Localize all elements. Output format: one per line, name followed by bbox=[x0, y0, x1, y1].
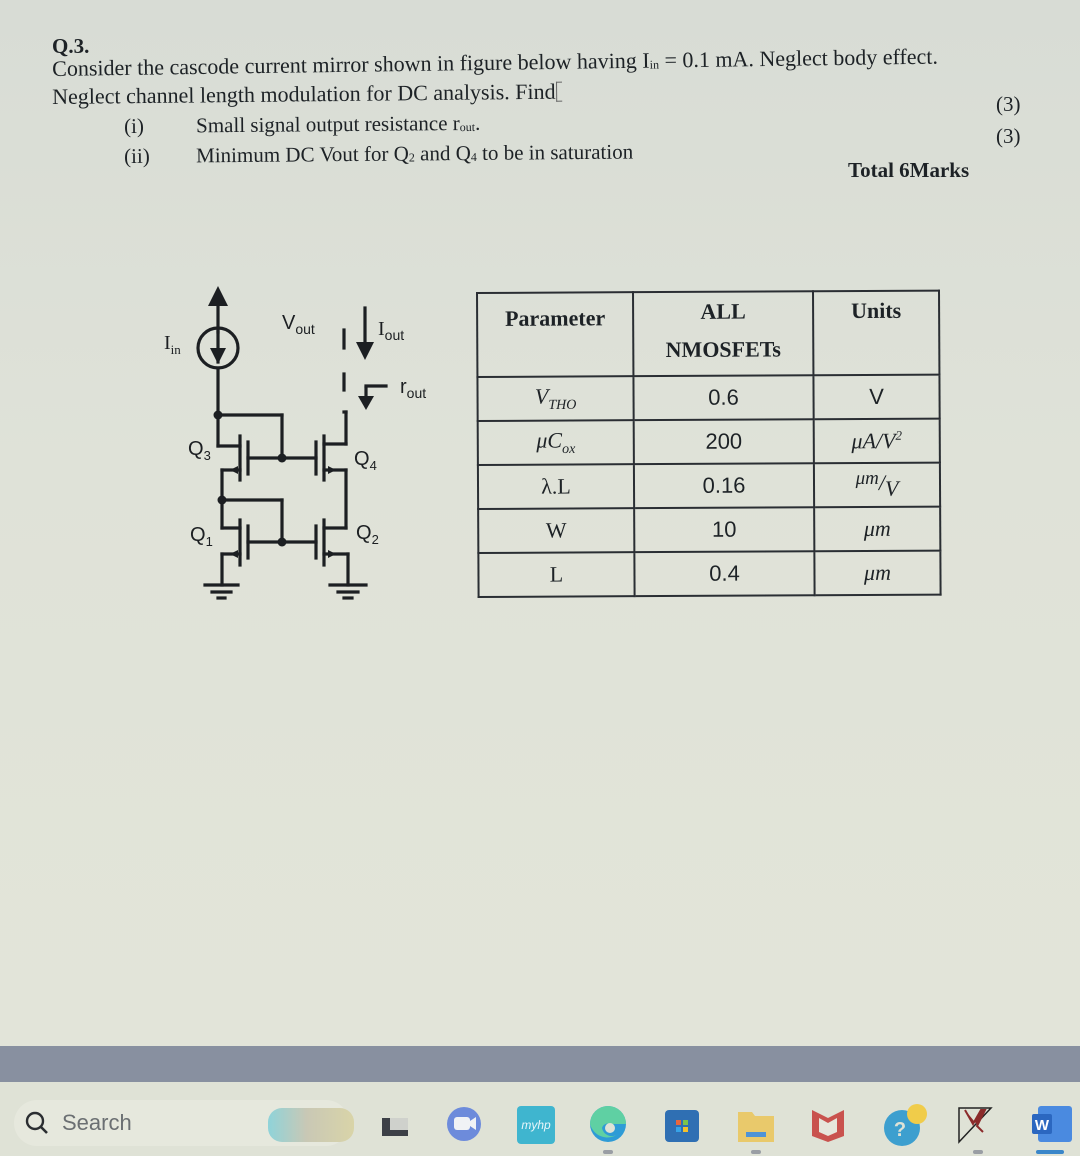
header-units: Units bbox=[813, 290, 940, 376]
file-explorer-icon[interactable] bbox=[736, 1104, 776, 1144]
search-icon bbox=[22, 1108, 52, 1138]
param-cell: λ.L bbox=[477, 464, 635, 509]
header-all-nmosfets: ALL NMOSFETs bbox=[633, 291, 814, 377]
status-bar-strip bbox=[0, 1046, 1080, 1082]
value-cell: 10 bbox=[634, 507, 815, 553]
iin-label: Iin bbox=[164, 332, 181, 357]
param-cell: VTHO bbox=[477, 376, 634, 421]
document-page: Q.3. Consider the cascode current mirror… bbox=[52, 34, 1021, 610]
vout-label: Vout bbox=[282, 312, 315, 337]
rout-label: rout bbox=[400, 376, 427, 401]
table-row: W 10 μm bbox=[478, 506, 941, 553]
get-help-icon[interactable]: ? bbox=[882, 1104, 927, 1146]
unit-cell: μm bbox=[814, 506, 941, 552]
unit-cell: μm bbox=[814, 550, 941, 596]
explorer-running-indicator bbox=[751, 1150, 761, 1154]
sub-question-i: (i)Small signal output resistance rout. bbox=[124, 110, 481, 138]
unit-cell: μA/V2 bbox=[813, 418, 940, 464]
search-placeholder: Search bbox=[62, 1110, 132, 1135]
windows-taskbar: Search myhp ? W bbox=[0, 1082, 1080, 1156]
question-text-line-2: Neglect channel length modulation for DC… bbox=[52, 79, 563, 110]
edge-running-indicator bbox=[603, 1150, 613, 1154]
iout-label: Iout bbox=[378, 318, 405, 343]
parameter-table: Parameter ALL NMOSFETs Units VTHO 0.6 V … bbox=[476, 290, 942, 598]
mcafee-icon[interactable] bbox=[808, 1104, 848, 1144]
value-cell: 200 bbox=[633, 419, 814, 465]
word-active-indicator bbox=[1036, 1150, 1064, 1154]
param-cell: μCox bbox=[477, 420, 634, 465]
question-text-line-1: Consider the cascode current mirror show… bbox=[52, 43, 939, 81]
svg-text:W: W bbox=[1035, 1117, 1050, 1134]
marks-i: (3) bbox=[996, 92, 1021, 116]
q3-label: Q3 bbox=[188, 438, 211, 463]
cascode-current-mirror-diagram: Iin Vout Iout rout Q3 Q4 Q1 Q2 bbox=[150, 280, 450, 610]
svg-text:?: ? bbox=[894, 1119, 906, 1141]
myhp-icon[interactable]: myhp bbox=[516, 1104, 556, 1144]
search-highlight-image bbox=[268, 1108, 354, 1142]
table-row: μCox 200 μA/V2 bbox=[477, 418, 940, 465]
table-row: λ.L 0.16 μm/V bbox=[477, 462, 941, 509]
task-view-icon[interactable] bbox=[374, 1104, 414, 1144]
circuit-schematic bbox=[196, 286, 388, 600]
question-number: Q.3. bbox=[52, 34, 90, 58]
unit-cell: V bbox=[813, 374, 940, 420]
header-parameter: Parameter bbox=[477, 292, 634, 377]
snipping-running-indicator bbox=[973, 1150, 983, 1154]
unit-cell: μm/V bbox=[813, 462, 941, 508]
q2-label: Q2 bbox=[356, 522, 379, 547]
sub-question-ii: (ii)Minimum DC Vout for Q2 and Q4 to be … bbox=[124, 139, 634, 168]
total-marks: Total 6Marks bbox=[848, 158, 970, 182]
table-header-row: Parameter ALL NMOSFETs Units bbox=[477, 290, 940, 377]
q4-label: Q4 bbox=[354, 448, 377, 473]
meet-chat-icon[interactable] bbox=[444, 1104, 484, 1144]
marks-ii: (3) bbox=[996, 124, 1021, 148]
text-cursor bbox=[556, 81, 563, 102]
value-cell: 0.16 bbox=[633, 463, 815, 509]
word-app-icon[interactable]: W bbox=[1030, 1104, 1072, 1144]
table-row: L 0.4 μm bbox=[478, 550, 941, 597]
table-row: VTHO 0.6 V bbox=[477, 374, 940, 421]
value-cell: 0.4 bbox=[634, 551, 815, 597]
edge-browser-icon[interactable] bbox=[588, 1104, 628, 1144]
svg-text:myhp: myhp bbox=[521, 1118, 551, 1132]
param-cell: W bbox=[478, 508, 635, 553]
microsoft-store-icon[interactable] bbox=[662, 1104, 702, 1144]
param-cell: L bbox=[478, 552, 635, 597]
value-cell: 0.6 bbox=[633, 375, 814, 421]
snipping-tool-icon[interactable] bbox=[955, 1104, 995, 1144]
q1-label: Q1 bbox=[190, 524, 213, 549]
